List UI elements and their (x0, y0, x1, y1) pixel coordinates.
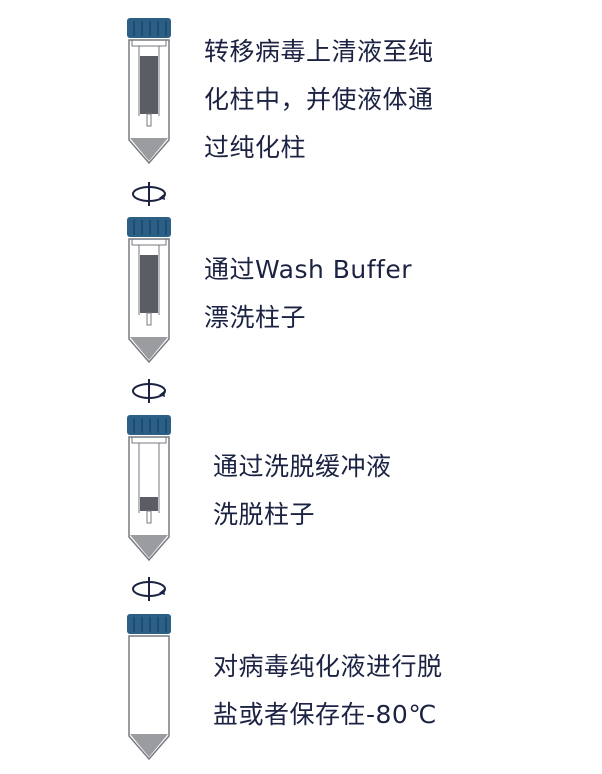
step-4-line-1: 对病毒纯化液进行脱 (213, 652, 443, 681)
step-1-line-1: 转移病毒上清液至纯 (204, 37, 434, 66)
step-3-line-1: 通过洗脱缓冲液 (213, 452, 392, 481)
centrifuge-spin-icon (132, 577, 166, 601)
tube-with-washed-column-icon (127, 217, 171, 364)
step-2-line-1: 通过Wash Buffer (204, 255, 413, 284)
tube-with-eluted-column-icon (127, 415, 171, 562)
step-3-text: 通过洗脱缓冲液 洗脱柱子 (213, 443, 392, 539)
step-2-line-2: 漂洗柱子 (204, 303, 307, 332)
step-2-text: 通过Wash Buffer 漂洗柱子 (204, 246, 412, 342)
tube-with-full-column-icon (127, 18, 171, 165)
centrifuge-spin-icon (132, 182, 166, 206)
step-4-text: 对病毒纯化液进行脱 盐或者保存在-80℃ (213, 643, 443, 739)
step-1-line-2: 化柱中，并使液体通 (204, 85, 434, 114)
step-4-line-2: 盐或者保存在-80℃ (213, 700, 437, 729)
step-3-line-2: 洗脱柱子 (213, 500, 316, 529)
centrifuge-spin-icon (132, 379, 166, 403)
empty-tube-icon (127, 614, 171, 761)
step-1-text: 转移病毒上清液至纯 化柱中，并使液体通 过纯化柱 (204, 28, 434, 172)
step-1-line-3: 过纯化柱 (204, 133, 307, 162)
